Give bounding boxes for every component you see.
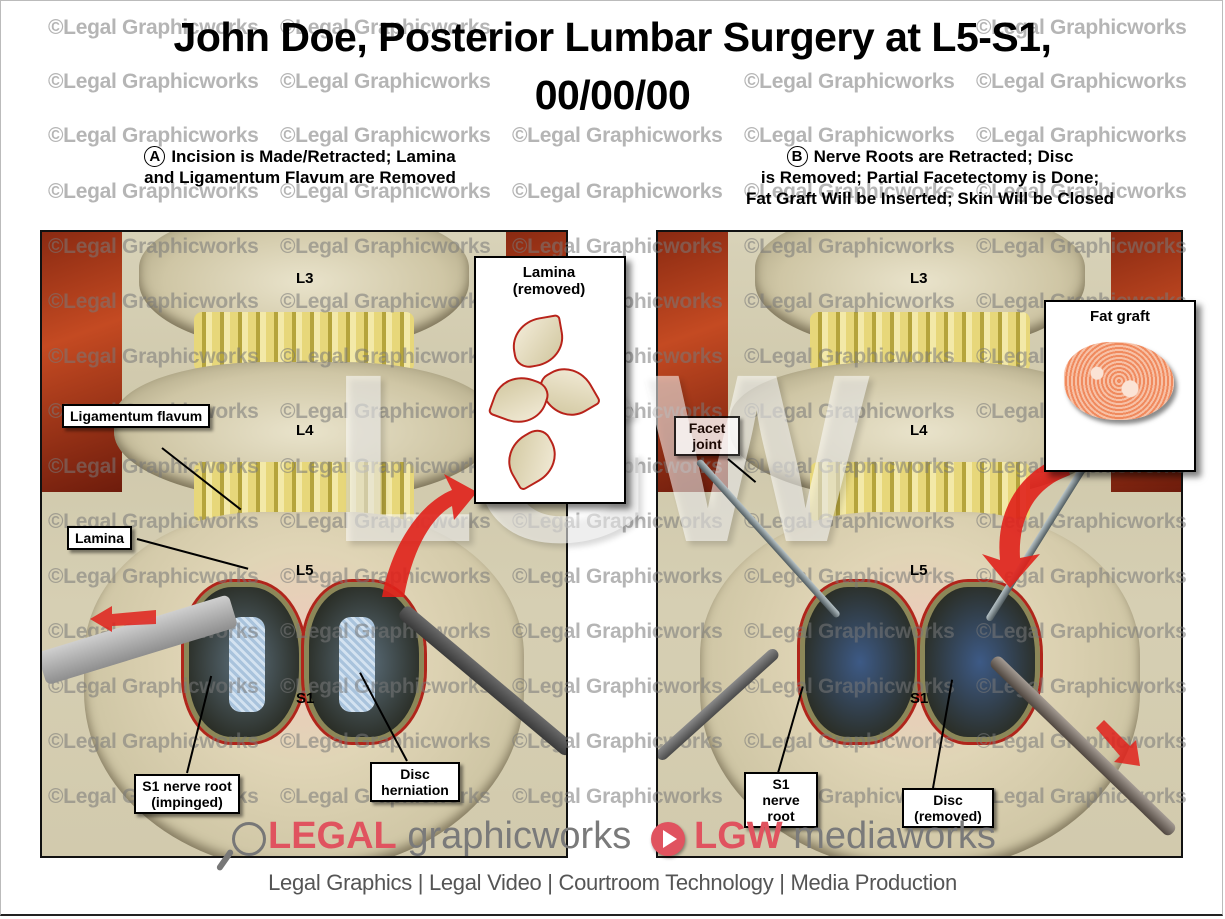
- callout-facet-joint: Facet joint: [674, 416, 740, 456]
- surgical-window: [796, 579, 1043, 745]
- panel-b-caption-line3: Fat Graft Will be Inserted; Skin Will be…: [745, 189, 1115, 208]
- page-title: John Doe, Posterior Lumbar Surgery at L5…: [173, 14, 1052, 60]
- panel-a-caption-line1: Incision is Made/Retracted; Lamina: [171, 147, 456, 166]
- muscle-tissue: [42, 232, 122, 492]
- right-opening: [301, 579, 427, 745]
- panel-a-marker: A: [144, 146, 166, 167]
- label-l5: L5: [910, 562, 928, 579]
- fat-graft-image: [1064, 342, 1174, 420]
- label-l5: L5: [296, 562, 314, 579]
- disc-herniation-left: [229, 617, 265, 712]
- logo-legal-graphicworks: LEGAL graphicworks: [268, 815, 631, 858]
- panel-b-caption-line2: is Removed; Partial Facetectomy is Done;: [760, 168, 1100, 187]
- inset-lamina-removed: Lamina (removed): [474, 256, 626, 504]
- panel-b-caption-line1: Nerve Roots are Retracted; Disc: [813, 147, 1074, 166]
- callout-disc-removed: Disc (removed): [902, 788, 994, 828]
- label-l3: L3: [910, 270, 928, 287]
- logo2-grey-text: mediaworks: [782, 815, 996, 857]
- callout-disc-herniation: Disc herniation: [370, 762, 460, 802]
- footer-tagline: Legal Graphics | Legal Video | Courtroom…: [268, 870, 957, 895]
- inset-fat-graft: Fat graft: [1044, 300, 1196, 472]
- logo2-red-text: LGW: [694, 815, 783, 857]
- label-l4: L4: [296, 422, 314, 439]
- panel-b-caption: B Nerve Roots are Retracted; Disc is Remo…: [690, 146, 1170, 209]
- panel-a-caption: A Incision is Made/Retracted; Lamina and …: [90, 146, 510, 188]
- label-l4: L4: [910, 422, 928, 439]
- label-l3: L3: [296, 270, 314, 287]
- lamina-fragment: [508, 313, 568, 371]
- logo1-grey-text: graphicworks: [396, 815, 632, 857]
- removal-arrow-icon: [382, 474, 477, 597]
- disc-herniation-right: [339, 617, 375, 712]
- surgical-window: [181, 579, 427, 745]
- magnifier-icon: [232, 822, 266, 856]
- callout-ligamentum-flavum: Ligamentum flavum: [62, 404, 211, 428]
- label-s1: S1: [296, 690, 315, 707]
- panel-b-illustration: L3 L4 L5 S1 Facet joint S1 nerve root Di…: [656, 230, 1183, 858]
- inset-lamina-title: Lamina (removed): [512, 264, 586, 298]
- callout-s1-nerve-root: S1 nerve root: [744, 772, 818, 828]
- retract-arrow-icon: [90, 606, 156, 632]
- callout-s1-nerve-root-impinged: S1 nerve root (impinged): [134, 774, 240, 814]
- label-s1: S1: [910, 690, 929, 707]
- logo1-red-text: LEGAL: [268, 815, 397, 857]
- right-opening: [916, 579, 1043, 745]
- inset-fat-graft-title: Fat graft: [1090, 308, 1150, 325]
- withdraw-arrow-icon: [1096, 720, 1140, 766]
- lamina-fragment: [497, 424, 567, 492]
- play-icon: [651, 822, 685, 856]
- panel-a-caption-line2: and Ligamentum Flavum are Removed: [144, 168, 456, 187]
- panel-b-marker: B: [786, 146, 808, 167]
- logo-lgw-mediaworks: LGW mediaworks: [694, 815, 996, 858]
- left-opening: [796, 579, 923, 745]
- insert-arrow-icon: [982, 455, 1070, 588]
- page-title-date: 00/00/00: [534, 72, 691, 118]
- callout-lamina: Lamina: [67, 526, 133, 550]
